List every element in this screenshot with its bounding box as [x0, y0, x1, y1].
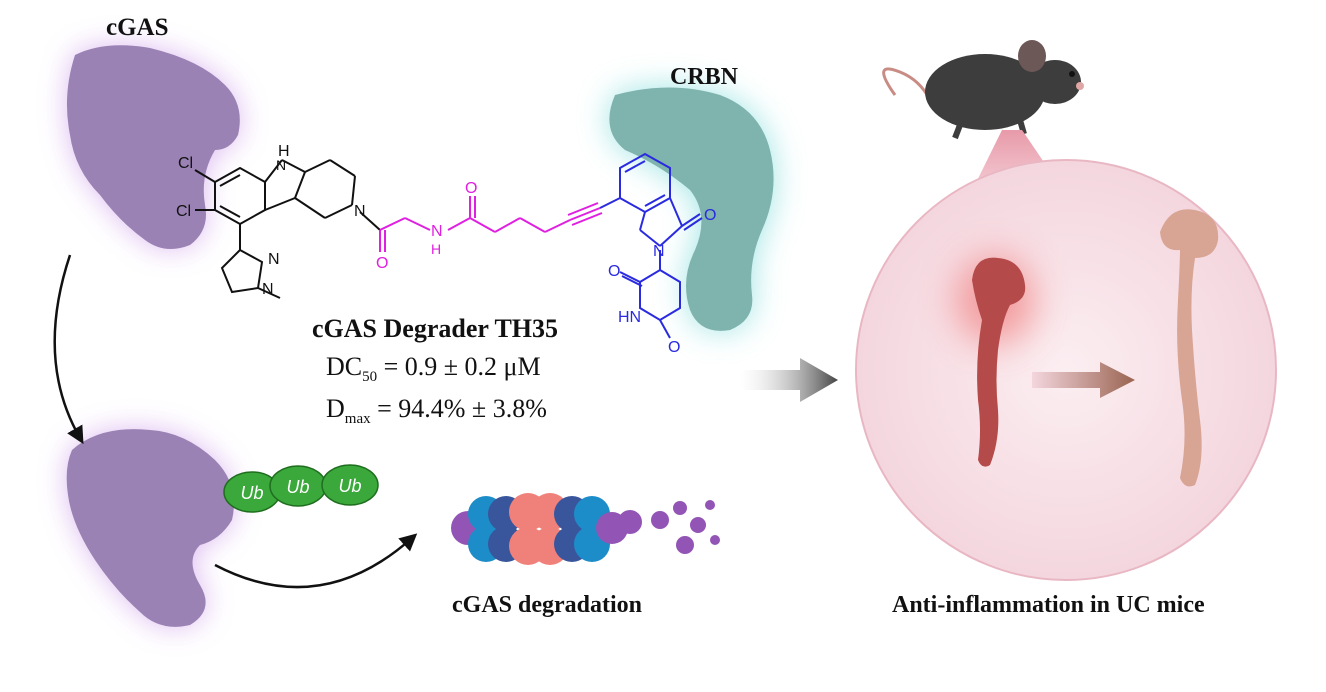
dc50-value: = 0.9 ± 0.2 μM	[377, 352, 541, 381]
dmax-subscript: max	[344, 411, 371, 428]
proteasome	[451, 493, 720, 565]
atom-o-amide-2: O	[465, 180, 477, 197]
atom-o-glutarimide-1: O	[608, 263, 620, 280]
atom-n-piperidine: N	[354, 203, 366, 220]
molecule-linker-atoms: O N H O	[376, 180, 477, 272]
molecule-crbn-ligand-atoms: N O O HN O	[608, 207, 716, 356]
atom-n-pyrazole-2: N	[262, 281, 274, 298]
molecule-crbn-ligand	[599, 152, 703, 339]
inflamed-colon	[955, 255, 1035, 467]
atom-h-amide: H	[431, 241, 441, 257]
dmax-line: Dmax = 94.4% ± 3.8%	[326, 394, 547, 428]
atom-n-amide: N	[431, 223, 443, 240]
atom-o-glutarimide-2: O	[668, 339, 680, 356]
crbn-label: CRBN	[670, 64, 739, 90]
dc50-label: DC	[326, 352, 363, 381]
ubiquitin-label-1: Ub	[240, 483, 263, 503]
atom-h-indole: H	[278, 143, 290, 160]
anti-inflammation-label: Anti-inflammation in UC mice	[892, 592, 1205, 618]
healing-arrow	[1032, 362, 1135, 398]
ubiquitin-chain: Ub Ub Ub	[223, 464, 379, 513]
dc50-line: DC50 = 0.9 ± 0.2 μM	[326, 352, 541, 386]
crbn-protein	[609, 87, 774, 331]
cgas-protein-top	[66, 45, 240, 249]
ubiquitin-label-3: Ub	[338, 476, 361, 496]
mouse-illustration	[882, 40, 1084, 140]
main-arrow-right	[740, 358, 838, 402]
molecule-linker	[379, 196, 603, 252]
atom-n-pyrazole-1: N	[268, 251, 280, 268]
atom-cl-1: Cl	[178, 155, 193, 172]
ubiquitin-3	[321, 464, 379, 506]
curved-arrow-to-proteasome	[214, 533, 418, 589]
dmax-value: = 94.4% ± 3.8%	[370, 394, 547, 423]
zoom-circle	[855, 159, 1277, 581]
atom-hn-glutarimide: HN	[618, 309, 641, 326]
ubiquitin-label-2: Ub	[286, 477, 309, 497]
cgas-label: cGAS	[106, 14, 169, 41]
degradation-label: cGAS degradation	[452, 592, 643, 618]
cgas-protein-bottom	[66, 429, 234, 627]
atom-o-isoindolinone: O	[704, 207, 716, 224]
atom-n-indole: N	[276, 157, 286, 173]
molecule-warhead-atoms: Cl Cl H N N N N	[176, 143, 366, 298]
dc50-subscript: 50	[362, 369, 378, 386]
dmax-label: D	[326, 394, 345, 423]
atom-o-amide-1: O	[376, 255, 388, 272]
atom-cl-2: Cl	[176, 203, 191, 220]
degrader-title: cGAS Degrader TH35	[312, 314, 559, 343]
healthy-colon	[1160, 209, 1219, 487]
atom-n-isoindolinone: N	[653, 243, 665, 260]
molecule-warhead	[194, 159, 381, 299]
curved-arrow-down	[53, 254, 84, 445]
